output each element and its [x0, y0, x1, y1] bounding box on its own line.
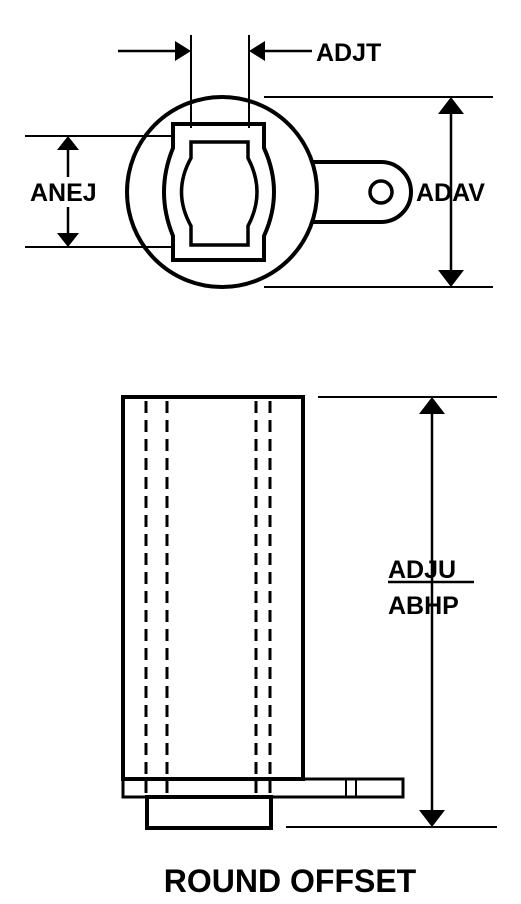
- adju-arrowhead-bottom: [419, 810, 445, 827]
- label-abhp: ABHP: [388, 592, 459, 620]
- anej-arrowhead-bottom: [57, 233, 79, 247]
- adav-arrowhead-bottom: [438, 270, 464, 287]
- tab-hole: [368, 179, 394, 205]
- anej-arrowhead-top: [57, 136, 79, 150]
- mounting-tab: [306, 160, 413, 224]
- top-view-arrowheads: [57, 41, 464, 287]
- sleeve-body: [121, 395, 305, 781]
- label-adju: ADJU: [388, 556, 456, 584]
- opening-outer: [162, 122, 276, 262]
- label-anej: ANEJ: [30, 179, 97, 207]
- label-adav: ADAV: [416, 179, 485, 207]
- flange: [121, 777, 405, 799]
- adav-arrowhead-top: [438, 97, 464, 114]
- drawing-title: ROUND OFFSET: [164, 863, 417, 899]
- opening-inner: [179, 140, 259, 247]
- top-view: [25, 35, 493, 289]
- side-view: [121, 395, 497, 830]
- side-view-arrowheads: [419, 397, 445, 827]
- adjt-arrowhead-left: [175, 41, 191, 61]
- bottom-collar: [145, 795, 273, 830]
- adjt-arrowhead-right: [249, 41, 265, 61]
- label-adjt: ADJT: [316, 39, 381, 67]
- adju-arrowhead-top: [419, 397, 445, 414]
